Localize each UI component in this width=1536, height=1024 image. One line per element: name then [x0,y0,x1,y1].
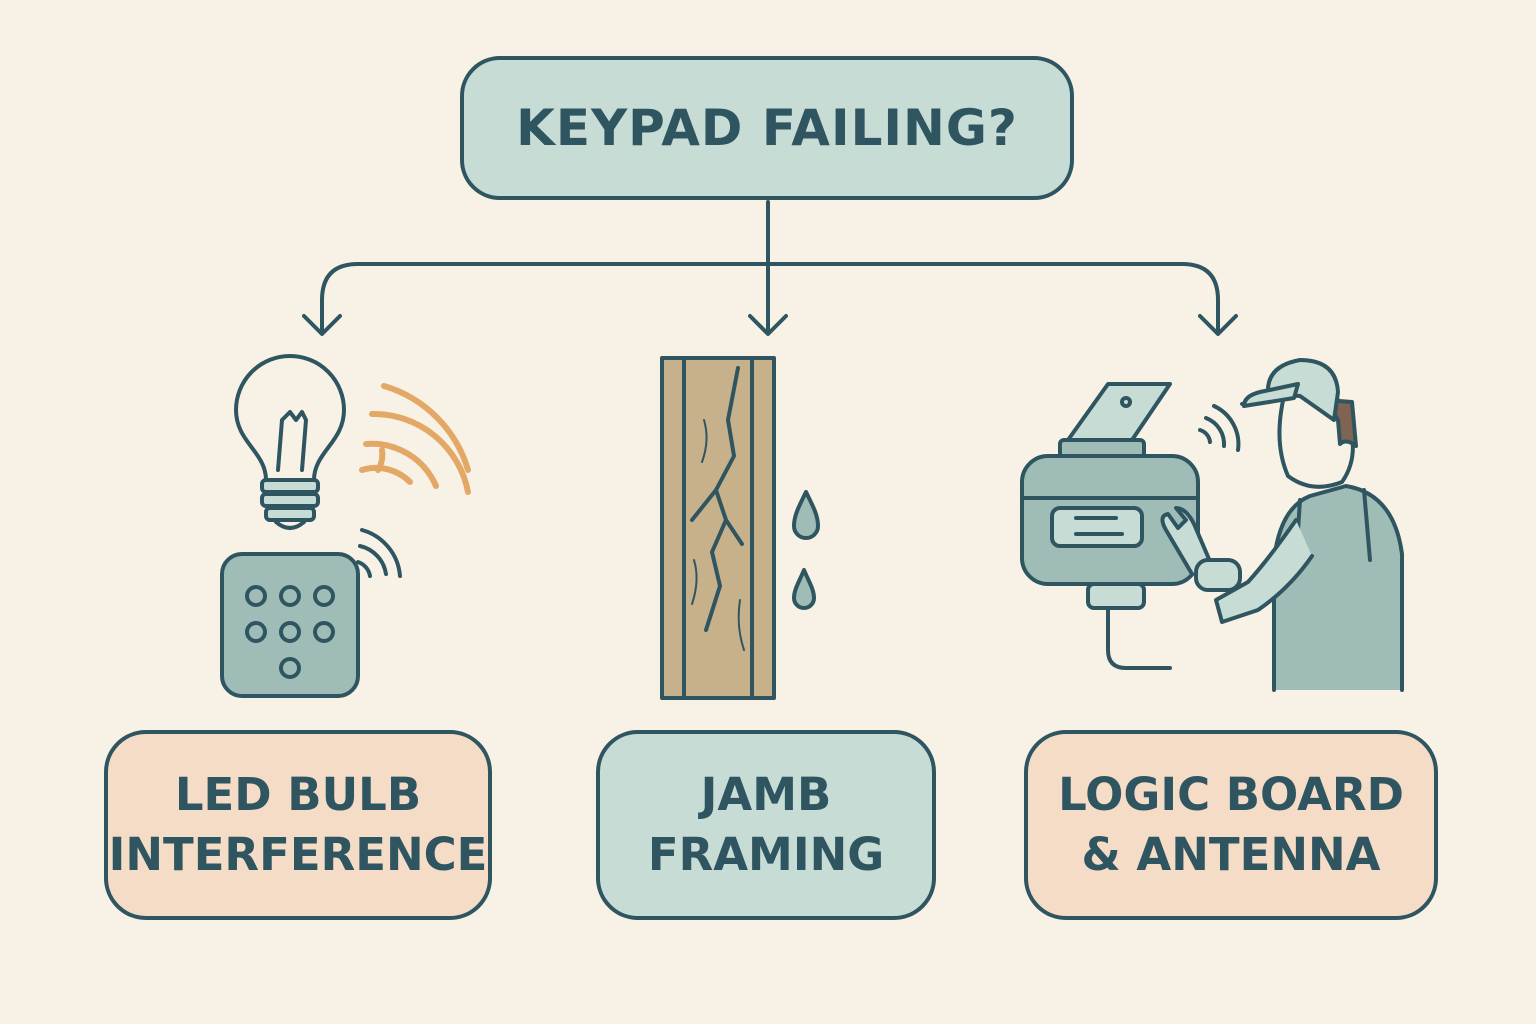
cause-label-line1: JAMB [700,768,832,821]
arrowhead-center [748,314,788,336]
cause-label-line1: LOGIC BOARD [1058,768,1404,821]
connector-arrows [302,200,1238,336]
led-bulb-icon [234,354,346,530]
root-question-box: KEYPAD FAILING? [460,56,1074,200]
arrowhead-left [302,314,342,336]
keypad-icon [220,528,402,698]
water-drop-icon [792,490,820,540]
root-question-label: KEYPAD FAILING? [516,99,1018,157]
cause-box-led-bulb-interference: LED BULB INTERFERENCE [104,730,492,920]
cause-label-line2: & ANTENNA [1081,828,1381,881]
cause-box-logic-board-antenna: LOGIC BOARD & ANTENNA [1024,730,1438,920]
cause-label-line1: LED BULB [174,768,422,821]
water-drop-icon-small [792,568,816,610]
cause-label-line2: INTERFERENCE [108,828,488,881]
cause-label-line2: FRAMING [647,828,885,881]
cause-box-jamb-framing: JAMB FRAMING [596,730,936,920]
arrowhead-right [1198,314,1238,336]
garage-opener-icon [1020,382,1241,670]
signal-waves-icon [359,383,471,495]
branch-line [320,262,1220,332]
technician-icon [1160,358,1404,692]
cracked-jamb-icon [660,356,820,700]
